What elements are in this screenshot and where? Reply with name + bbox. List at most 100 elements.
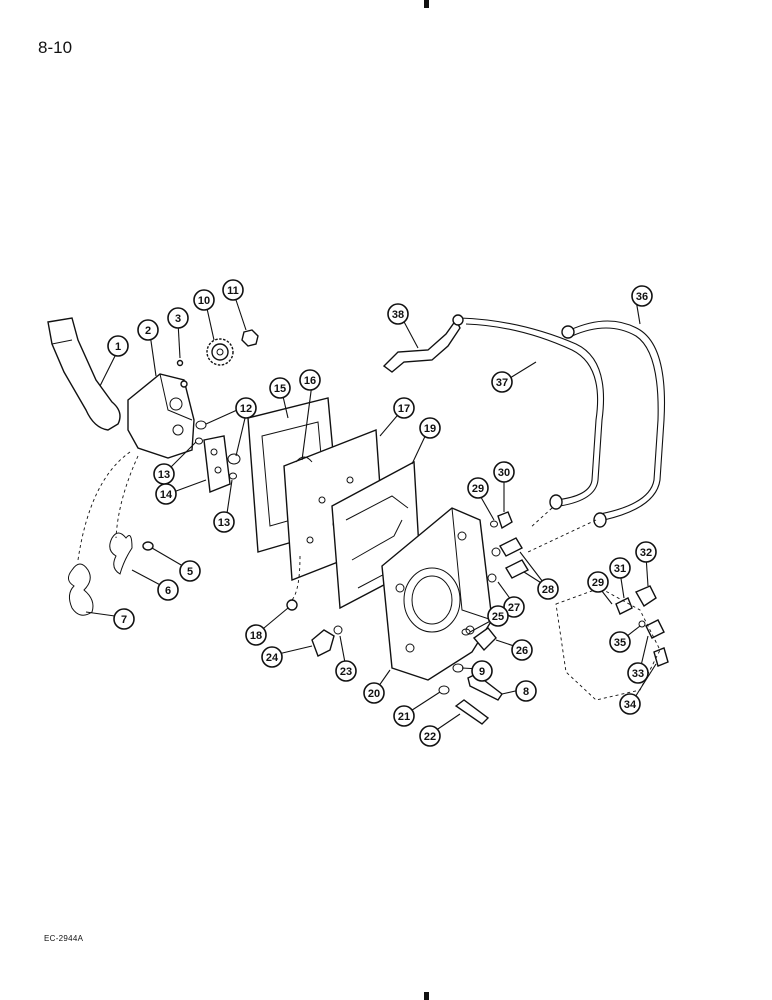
callout-number: 33 xyxy=(632,668,644,680)
callout-bubble xyxy=(335,660,357,682)
callout-bubble xyxy=(609,557,631,579)
tube-nut-part xyxy=(561,325,575,339)
callout-number: 32 xyxy=(640,547,652,559)
elbow-part xyxy=(645,619,665,639)
crop-mark-top xyxy=(424,0,429,8)
o-ring-part xyxy=(638,620,646,628)
callout-bubble xyxy=(631,285,653,307)
callout-bubble xyxy=(491,371,513,393)
callout-19: 19 xyxy=(419,417,441,439)
o-ring-part xyxy=(490,520,498,528)
callout-bubble xyxy=(113,608,135,630)
suction-pipe-part xyxy=(47,317,121,431)
callout-23: 23 xyxy=(335,660,357,682)
callout-bubble xyxy=(487,605,509,627)
fitting-part xyxy=(615,597,633,615)
adapter-fitting-part xyxy=(472,627,497,652)
callout-bubble xyxy=(627,662,649,684)
washer-part xyxy=(438,685,450,695)
callout-35: 35 xyxy=(609,631,631,653)
callout-27: 27 xyxy=(503,596,525,618)
callout-bubble xyxy=(537,578,559,600)
callout-number: 7 xyxy=(121,614,127,626)
pipe-38-part xyxy=(382,318,461,373)
washer-part xyxy=(452,663,464,673)
connector-part xyxy=(497,511,513,530)
callout-number: 24 xyxy=(266,652,279,664)
callout-13: 13 xyxy=(213,511,235,533)
callout-bubble xyxy=(157,579,179,601)
callout-bubble xyxy=(269,377,291,399)
tube-nut-part xyxy=(549,494,563,510)
callout-number: 30 xyxy=(498,467,510,479)
callout-20: 20 xyxy=(363,682,385,704)
callout-group: 1231011121314131516171938373629302827567… xyxy=(107,279,657,747)
o-ring-part xyxy=(333,625,343,635)
washer-part xyxy=(142,541,154,551)
tube-connector-part xyxy=(499,537,523,557)
callout-bubble xyxy=(167,307,189,329)
callout-bubble xyxy=(137,319,159,341)
callout-17: 17 xyxy=(393,397,415,419)
callout-number: 15 xyxy=(274,383,286,395)
callout-number: 28 xyxy=(542,584,554,596)
callout-18: 18 xyxy=(245,624,267,646)
callout-bubble xyxy=(261,646,283,668)
tube-nut-part xyxy=(452,314,464,326)
callout-28: 28 xyxy=(537,578,559,600)
callout-1: 1 xyxy=(107,335,129,357)
crop-mark-bottom xyxy=(424,992,429,1000)
callout-7: 7 xyxy=(113,608,135,630)
callout-bubble xyxy=(155,483,177,505)
callout-2: 2 xyxy=(137,319,159,341)
page-number: 8-10 xyxy=(38,38,73,57)
plug-part xyxy=(286,599,298,611)
callout-bubble xyxy=(393,705,415,727)
callout-number: 31 xyxy=(614,563,626,575)
callout-number: 19 xyxy=(424,423,436,435)
callout-bubble xyxy=(619,693,641,715)
drive-gear-part xyxy=(206,338,234,366)
figure-reference-code: EC-2944A xyxy=(44,934,84,943)
callout-bubble xyxy=(587,571,609,593)
callout-number: 29 xyxy=(592,577,604,589)
callout-3: 3 xyxy=(167,307,189,329)
callout-bubble xyxy=(511,639,533,661)
callout-25: 25 xyxy=(487,605,509,627)
callout-number: 23 xyxy=(340,666,352,678)
callout-number: 37 xyxy=(496,377,508,389)
callout-number: 25 xyxy=(492,611,504,623)
dowel-pin-part xyxy=(176,359,184,367)
o-ring-part xyxy=(229,472,237,480)
callout-bubble xyxy=(235,397,257,419)
callout-number: 27 xyxy=(508,602,520,614)
o-ring-part xyxy=(227,453,241,465)
callout-number: 17 xyxy=(398,403,410,415)
callout-11: 11 xyxy=(222,279,244,301)
callout-number: 9 xyxy=(479,666,485,678)
housing-outline-part xyxy=(555,587,661,701)
callout-bubble xyxy=(419,417,441,439)
callout-24: 24 xyxy=(261,646,283,668)
callout-number: 20 xyxy=(368,688,380,700)
callout-bubble xyxy=(393,397,415,419)
callout-bubble xyxy=(467,477,489,499)
callout-number: 3 xyxy=(175,313,181,325)
callout-number: 13 xyxy=(218,517,230,529)
callout-number: 16 xyxy=(304,375,316,387)
callout-bubble xyxy=(419,725,441,747)
callout-15: 15 xyxy=(269,377,291,399)
callout-37: 37 xyxy=(491,371,513,393)
callout-bubble xyxy=(107,335,129,357)
callout-number: 1 xyxy=(115,341,121,353)
callout-5: 5 xyxy=(179,560,201,582)
sleeve-part xyxy=(653,647,669,667)
callout-bubble xyxy=(245,624,267,646)
o-ring-part xyxy=(195,420,207,430)
callout-number: 36 xyxy=(636,291,648,303)
callout-number: 6 xyxy=(165,585,171,597)
callout-bubble xyxy=(179,560,201,582)
callout-bubble xyxy=(609,631,631,653)
callout-36: 36 xyxy=(631,285,653,307)
seal-ring-part xyxy=(68,563,94,616)
